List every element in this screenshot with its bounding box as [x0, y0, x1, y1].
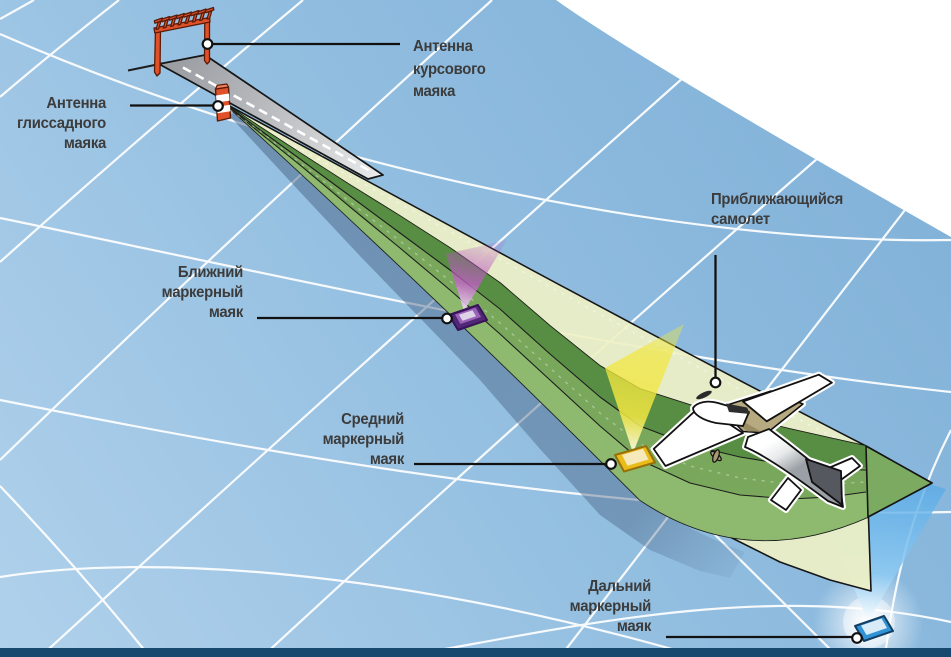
callout-dots [201, 38, 863, 644]
path-shape [216, 93, 230, 103]
path-shape [182, 11, 193, 18]
ellipse-shape [712, 449, 720, 463]
path-shape [229, 109, 867, 485]
beam-shadow [224, 103, 745, 578]
inner-marker [448, 304, 488, 331]
callout-dot-localizer [201, 38, 214, 50]
callouts [130, 42, 852, 639]
path-shape [861, 618, 887, 635]
path-shape [0, 32, 951, 242]
path-shape [459, 310, 476, 321]
path-shape [161, 15, 171, 23]
inner-marker-beam [446, 240, 507, 311]
callout-dot-aircraft [709, 376, 722, 389]
callout-dot-outer-marker [851, 632, 863, 644]
runway-centerline [182, 66, 373, 174]
path-shape [190, 9, 200, 17]
path-shape [0, 485, 151, 657]
middle-marker [614, 445, 656, 473]
callout-dot-glideslope [212, 100, 224, 112]
aircraft-fin [805, 458, 843, 506]
aircraft-wheel [710, 449, 722, 463]
runway [127, 54, 384, 180]
path-shape [0, 566, 701, 657]
label-inner-marker: Ближний маркерный маяк [161, 264, 244, 321]
path-shape [153, 17, 164, 24]
path-shape [153, 27, 162, 77]
aircraft-tail-left [770, 477, 802, 511]
glideslope-beam-end [865, 445, 933, 518]
path-shape [39, 76, 685, 657]
path-shape [0, 0, 493, 461]
aircraft-nose [692, 400, 750, 427]
callout-dot-inner-marker [441, 312, 453, 325]
bottom-bar [0, 648, 951, 657]
path-shape [0, 0, 35, 20]
label-approaching-aircraft: Приближающийся самолет [711, 191, 843, 228]
aircraft-right-wing [742, 373, 833, 423]
path-shape [0, 0, 120, 98]
path-shape [214, 83, 230, 90]
aircraft-windshield [726, 403, 750, 414]
label-outer-marker: Дальний маркерный маяк [569, 578, 652, 635]
path-shape [197, 8, 208, 15]
path-shape [622, 448, 649, 466]
aircraft [650, 371, 863, 513]
label-localizer-antenna: Антенна курсового маяка [413, 38, 486, 100]
path-shape [224, 103, 867, 469]
middle-marker-beam [605, 324, 684, 453]
path-shape [168, 14, 179, 21]
label-middle-marker: Средний маркерный маяк [322, 411, 405, 468]
path-shape [204, 6, 215, 14]
localizer-antenna-elements [153, 6, 215, 31]
path-shape [153, 16, 211, 34]
path-shape [175, 12, 186, 20]
label-glideslope-antenna: Антенна глиссадного маяка [17, 95, 107, 152]
callout-dot-middle-marker [605, 458, 617, 470]
aircraft-propeller [696, 390, 712, 400]
